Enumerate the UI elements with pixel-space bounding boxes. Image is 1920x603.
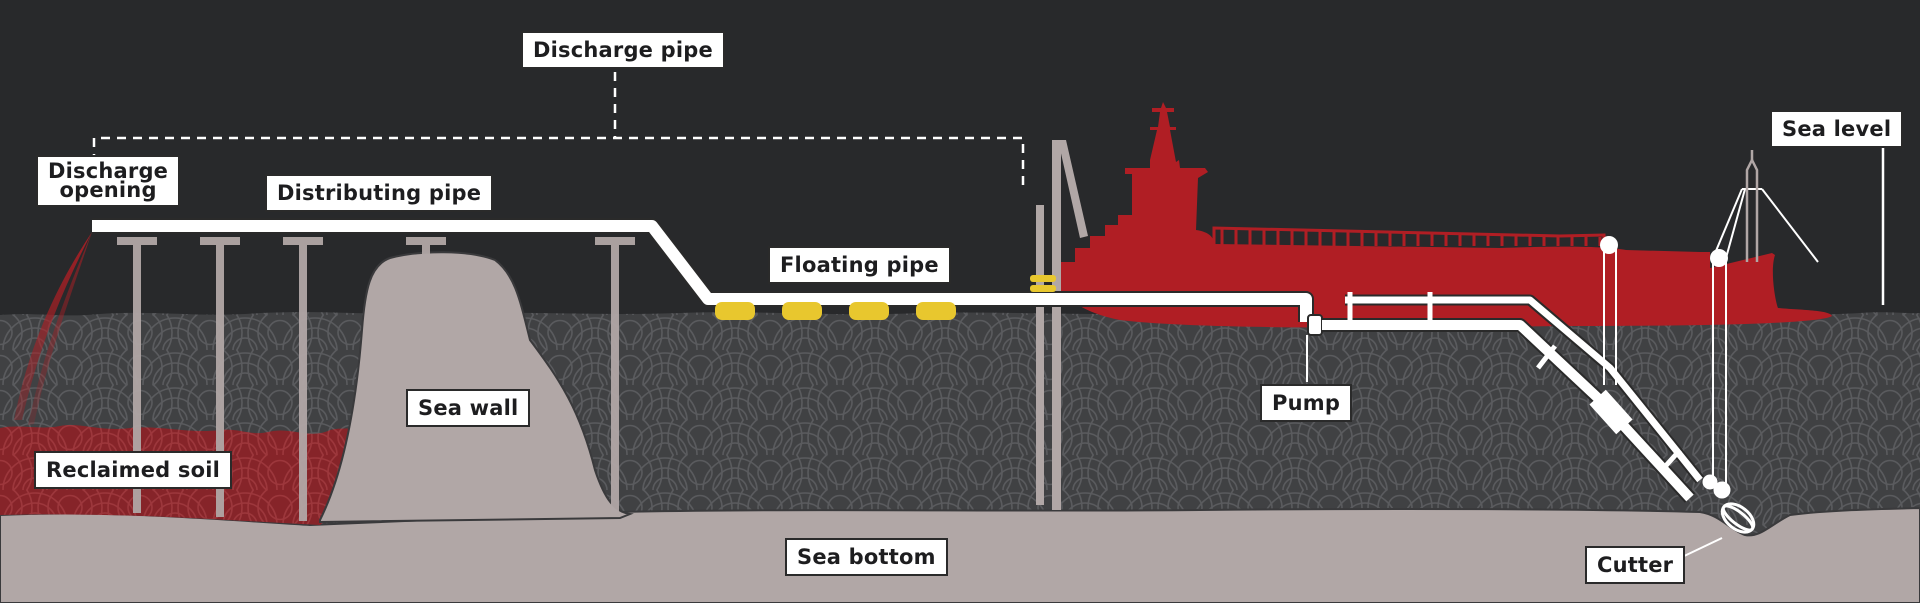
label-discharge-opening-line1: Discharge [48, 159, 169, 183]
label-floating-pipe: Floating pipe [768, 246, 951, 284]
float-1 [715, 302, 755, 320]
sheave-1 [1600, 236, 1618, 254]
pile-2 [200, 237, 240, 517]
cutter-leader [1679, 537, 1723, 559]
discharge-pipe-bracket [92, 72, 1025, 188]
pump-body [1307, 314, 1323, 336]
pile-4 [406, 237, 446, 257]
sheave-2 [1710, 249, 1728, 267]
distributing-and-floating-pipe [92, 220, 1312, 322]
label-sea-level: Sea level [1770, 110, 1904, 148]
label-sea-bottom: Sea bottom [785, 538, 948, 576]
support-piles [117, 237, 635, 521]
discharge-spray [14, 232, 92, 425]
label-sea-wall: Sea wall [406, 389, 531, 427]
label-discharge-pipe: Discharge pipe [521, 31, 725, 69]
cutter-head [1702, 474, 1756, 534]
suction-pipe [1322, 320, 1694, 502]
pipe-floats [715, 275, 1056, 320]
sea-wall-mound [319, 251, 634, 524]
ship-hull [1060, 102, 1832, 328]
ladder-pipe [1345, 296, 1703, 483]
float-3 [849, 302, 889, 320]
sea-bottom-ground [0, 506, 1920, 603]
pile-1 [117, 237, 157, 513]
float-2 [782, 302, 822, 320]
gantry-mast [1745, 150, 1759, 262]
float-6 [1030, 285, 1056, 292]
label-cutter: Cutter [1585, 546, 1686, 584]
label-discharge-opening-line2: opening [59, 178, 157, 202]
label-reclaimed-soil: Reclaimed soil [34, 451, 233, 489]
label-distributing-pipe: Distributing pipe [265, 174, 494, 212]
spud-poles [1036, 140, 1088, 510]
label-discharge-opening: Discharge opening [36, 155, 181, 207]
float-5 [1030, 275, 1056, 282]
label-pump: Pump [1260, 384, 1353, 422]
pile-3 [283, 237, 323, 521]
pipe-system [92, 218, 1705, 503]
pile-5 [595, 237, 635, 513]
dredger-ship [1060, 102, 1832, 328]
float-4 [916, 302, 956, 320]
winch-cables [1603, 188, 1819, 484]
